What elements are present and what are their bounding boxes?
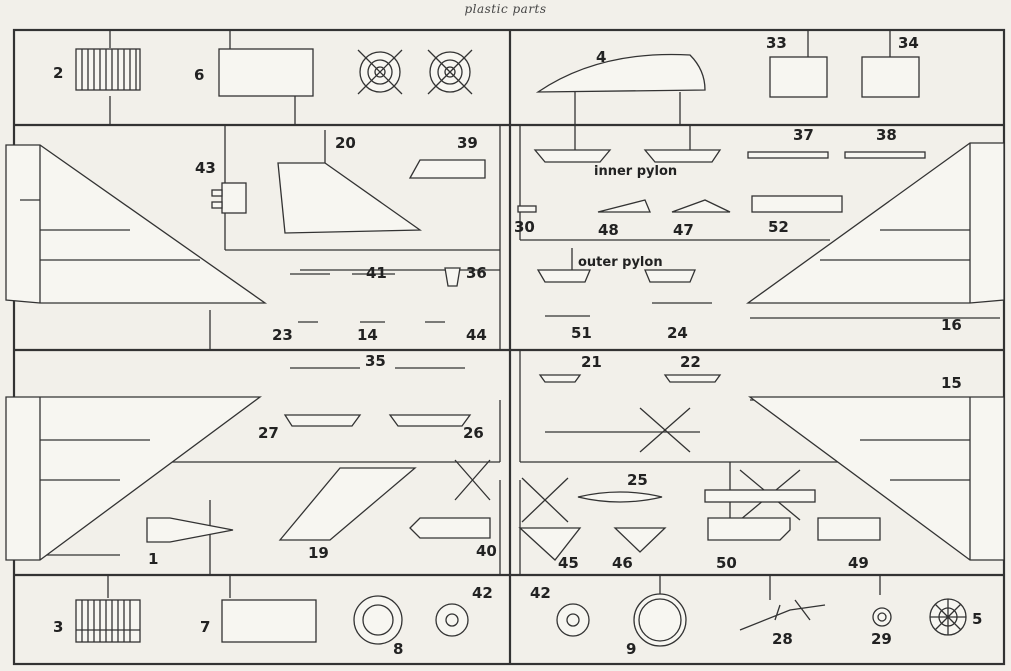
part-21: [538, 374, 582, 383]
label-part-38: 38: [876, 126, 897, 144]
wing-right-upper: [745, 142, 1005, 304]
label-part-16: 16: [941, 316, 962, 334]
part-39: [408, 159, 486, 179]
part-43-hinge: [211, 182, 247, 214]
part-20-fin: [277, 162, 422, 234]
removed-part-cross-mid: [639, 407, 691, 453]
label-part-28: 28: [772, 630, 793, 648]
outer-pylon-caption: outer pylon: [578, 255, 663, 270]
part-37: [747, 151, 829, 159]
label-part-29: 29: [871, 630, 892, 648]
label-part-46: 46: [612, 554, 633, 572]
label-part-44: 44: [466, 326, 487, 344]
part-52: [751, 195, 843, 213]
label-part-23: 23: [272, 326, 293, 344]
part-47: [671, 199, 731, 213]
part-7-panel: [221, 599, 317, 643]
label-part-4: 4: [596, 48, 606, 66]
label-part-41: 41: [366, 264, 387, 282]
label-part-52: 52: [768, 218, 789, 236]
part-22: [663, 374, 722, 383]
label-part-43: 43: [195, 159, 216, 177]
label-part-21: 21: [581, 353, 602, 371]
wing-right-lower: [748, 396, 1005, 561]
part-1-nose: [146, 517, 234, 543]
removed-part-cross-left: [454, 459, 491, 501]
label-part-20: 20: [335, 134, 356, 152]
label-part-49: 49: [848, 554, 869, 572]
part-number-labels: 2 6 4 33 34 20 39 37 38 43 30 48 47 52 4…: [53, 34, 982, 658]
part-50: [707, 517, 791, 541]
label-part-1: 1: [148, 550, 158, 568]
label-part-3: 3: [53, 618, 63, 636]
label-part-5: 5: [972, 610, 982, 628]
label-part-37: 37: [793, 126, 814, 144]
wing-left-lower: [5, 396, 262, 561]
label-part-36: 36: [466, 264, 487, 282]
wing-left-upper: [5, 144, 268, 304]
label-part-22: 22: [680, 353, 701, 371]
part-30: [517, 205, 537, 213]
part-42-wheel-left: [435, 603, 469, 637]
label-part-34: 34: [898, 34, 919, 52]
part-36: [444, 267, 461, 287]
part-2-grille: [75, 48, 141, 91]
label-part-47: 47: [673, 221, 694, 239]
part-38: [844, 151, 926, 159]
label-part-6: 6: [194, 66, 204, 84]
label-part-2: 2: [53, 64, 63, 82]
inner-pylon-caption: inner pylon: [594, 164, 677, 179]
label-part-26: 26: [463, 424, 484, 442]
sheet-title: plastic parts: [464, 2, 547, 16]
label-part-40: 40: [476, 542, 497, 560]
part-29-wheel: [872, 607, 892, 627]
label-part-15: 15: [941, 374, 962, 392]
part-48: [597, 199, 651, 213]
part-4-canopy: [535, 53, 706, 93]
part-46: [613, 527, 667, 553]
label-part-25: 25: [627, 471, 648, 489]
part-27: [283, 414, 362, 427]
part-26: [388, 414, 472, 427]
label-part-48: 48: [598, 221, 619, 239]
label-part-33: 33: [766, 34, 787, 52]
part-3-grille: [75, 599, 141, 643]
inner-pylons: [533, 125, 722, 163]
part-6-panel: [218, 48, 314, 97]
part-49: [817, 517, 881, 541]
parts-51-24: [545, 302, 712, 317]
part-19-fin: [278, 467, 417, 541]
part-8-ring: [353, 595, 403, 645]
part-rod-lower: [704, 489, 816, 503]
label-part-50: 50: [716, 554, 737, 572]
label-part-19: 19: [308, 544, 329, 562]
label-part-9: 9: [626, 640, 636, 658]
removed-part-cross-right-1: [521, 477, 569, 523]
label-part-35: 35: [365, 352, 386, 370]
part-5-fan: [929, 598, 967, 636]
part-42-wheel-right: [556, 603, 590, 637]
removed-part-targets-top: [357, 49, 473, 95]
label-part-30: 30: [514, 218, 535, 236]
part-34: [861, 56, 920, 98]
label-part-14: 14: [357, 326, 378, 344]
part-33: [769, 56, 828, 98]
label-part-42-right: 42: [530, 584, 551, 602]
part-25-tank: [577, 491, 663, 503]
part-40: [409, 517, 491, 539]
label-part-24: 24: [667, 324, 688, 342]
part-9-ring: [633, 593, 687, 647]
label-part-8: 8: [393, 640, 403, 658]
part-45: [518, 527, 582, 561]
label-part-39: 39: [457, 134, 478, 152]
label-part-45: 45: [558, 554, 579, 572]
label-part-7: 7: [200, 618, 210, 636]
label-part-27: 27: [258, 424, 279, 442]
outer-pylons: [536, 248, 696, 283]
label-part-42-left: 42: [472, 584, 493, 602]
label-part-51: 51: [571, 324, 592, 342]
part-28-gear-leg: [739, 599, 826, 631]
